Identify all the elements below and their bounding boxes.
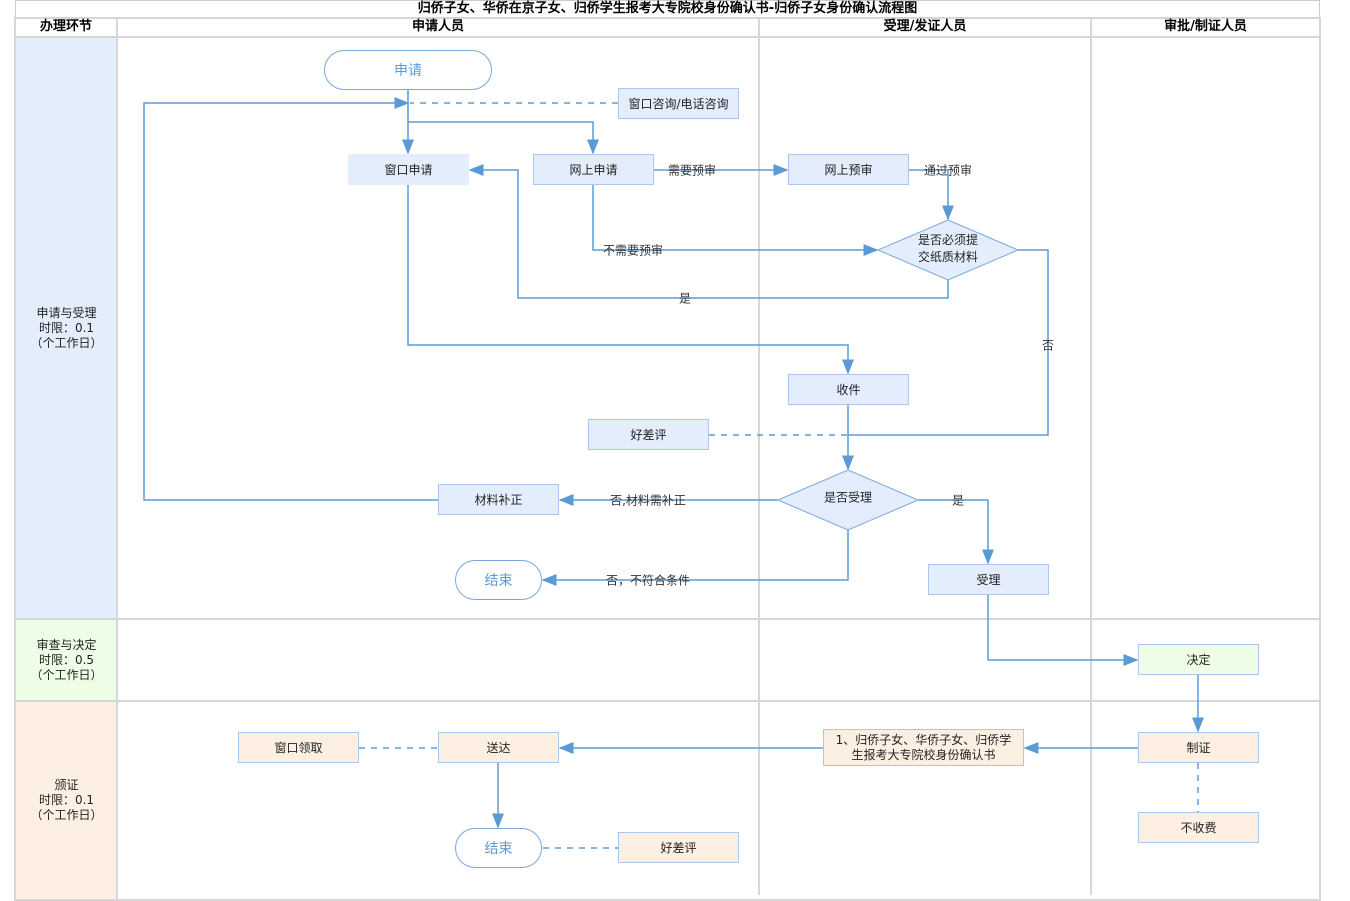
decision-accept [776,469,920,531]
header-stage: 办理环节 [39,19,92,34]
lane-issue: 颁证 时限：0.1 （个工作日） [30,778,103,822]
label-accept-yes: 是 [951,493,965,508]
lane-stage-bg3 [16,701,117,900]
end-node-2: 结束 [455,828,542,868]
lane-review-decide: 审查与决定 时限：0.5 （个工作日） [30,637,103,682]
decision-need-paper [876,219,1020,281]
decide-node: 决定 [1138,644,1259,675]
edge-no-paper [848,249,1049,436]
accept-question-text: 是否受理 [823,490,873,505]
consult-node: 窗口咨询/电话咨询 [618,88,739,119]
lane-stage-bg2 [16,619,117,701]
edge-reject [541,530,849,586]
online-review-node: 网上预审 [788,154,909,185]
need-paper-text: 是否必须提 交纸质材料 [917,233,979,264]
edge-yes-paper [468,164,949,299]
edge-start-online [408,121,599,155]
edge-no-review [592,185,879,256]
lane-apply-accept: 申请与受理 时限：0.1 （个工作日） [30,305,103,350]
edge-accept [918,499,994,565]
start-node: 申请 [324,50,492,90]
label-yes-paper: 是 [678,291,692,306]
edge-decide [987,595,1139,666]
label-pass-review: 通过预审 [923,163,973,178]
make-node: 制证 [1138,732,1259,763]
supplement-node: 材料补正 [438,484,559,515]
window-apply-node: 窗口申请 [348,154,469,185]
header-acceptor: 受理/发证人员 [883,19,967,34]
deliver-node: 送达 [438,732,559,763]
label-reject: 否，不符合条件 [605,573,691,588]
label-supplement: 否,材料需补正 [610,493,686,508]
lane-stage-bg1 [16,37,117,619]
receive-node: 收件 [788,374,909,405]
label-no-paper: 否 [1041,338,1055,353]
label-no-review: 不需要预审 [602,243,664,258]
edge-supplement-loop [143,97,438,501]
window-pick-node: 窗口领取 [238,732,359,763]
edge-window-receive [407,185,854,375]
accept-node: 受理 [928,564,1049,595]
rating-node-1: 好差评 [588,419,709,450]
chart-title: 归侨子女、华侨在京子女、归侨学生报考大专院校身份确认书-归侨子女身份确认流程图 [417,1,918,16]
free-node: 不收费 [1138,812,1259,843]
edge-pass-review [909,169,954,221]
rating-node-2: 好差评 [618,832,739,863]
label-need-review: 需要预审 [667,163,717,178]
header-approver: 审批/制证人员 [1164,19,1247,34]
header-applicant: 申请人员 [411,19,464,34]
end-node-1: 结束 [455,560,542,600]
online-apply-node: 网上申请 [533,154,654,185]
certificate-node: 1、归侨子女、华侨子女、归侨学生报考大专院校身份确认书 [823,729,1024,766]
